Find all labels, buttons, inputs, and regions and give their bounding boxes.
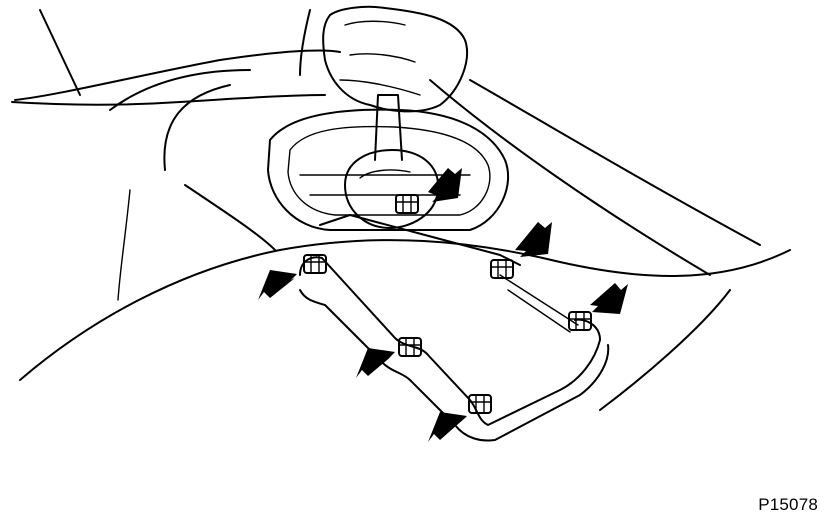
bolts [303,194,592,414]
arrow-icon [428,168,462,202]
arrow-icon [428,412,467,442]
arrow-icon [356,348,395,378]
bracket-plate [299,214,610,442]
arrow-icon [590,283,628,314]
arrow-icon [258,270,297,300]
shift-boot-opening [267,108,510,231]
bolt[interactable] [468,394,492,414]
pointer-arrows [258,168,628,442]
console-outline [14,9,761,411]
bolt[interactable] [490,259,514,279]
bolt[interactable] [395,194,419,214]
bolt[interactable] [568,311,592,331]
bolt[interactable] [398,337,422,357]
figure-code: P15078 [758,495,818,514]
arrow-icon [515,222,552,257]
floor-cover-curve [19,239,791,381]
hand-holding-lever [11,5,468,113]
shift-lever [344,94,440,229]
bolt[interactable] [303,254,327,274]
